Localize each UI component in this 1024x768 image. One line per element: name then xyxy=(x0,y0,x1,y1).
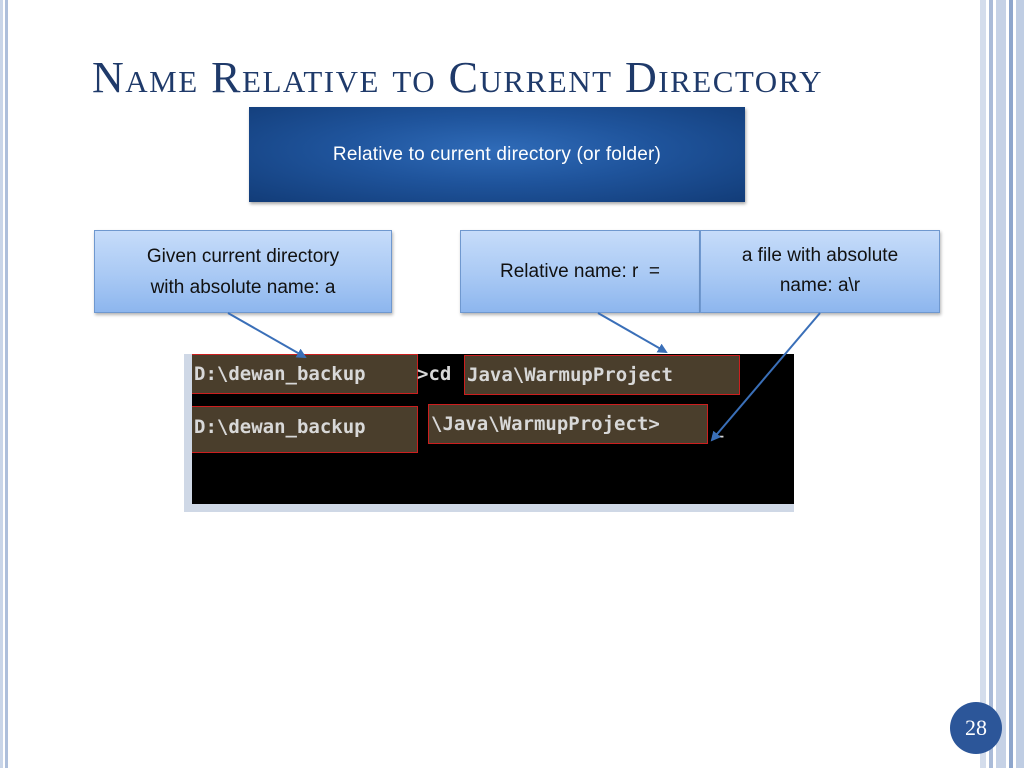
slide-left-border xyxy=(0,0,8,768)
terminal-line2-prompt: D:\dewan_backup xyxy=(192,406,418,453)
file-callout-line1: a file with absolute xyxy=(741,245,899,266)
given-directory-callout: Given current directory with absolute na… xyxy=(94,230,392,313)
page-number-badge: 28 xyxy=(950,702,1002,754)
terminal-line1-cmd: >cd xyxy=(417,363,463,385)
terminal-screenshot: D:\dewan_backup >cd Java\WarmupProject D… xyxy=(184,354,794,512)
slide-right-stripes xyxy=(976,0,1024,768)
absolute-file-callout: a file with absolute name: a\r xyxy=(700,230,940,313)
arrow-given-to-prompt xyxy=(227,312,307,358)
relative-name-callout: Relative name: r = xyxy=(460,230,700,313)
terminal-line1-prompt: D:\dewan_backup xyxy=(192,354,418,394)
given-callout-line1: Given current directory xyxy=(146,245,340,267)
header-box: Relative to current directory (or folder… xyxy=(249,107,745,202)
slide-title: Name Relative to Current Directory xyxy=(92,53,824,102)
terminal-line2-path: \Java\WarmupProject> xyxy=(428,404,708,444)
file-callout-line2: name: a\r xyxy=(779,275,861,296)
given-callout-line2: with absolute name: a xyxy=(150,276,336,298)
terminal-line1-arg: Java\WarmupProject xyxy=(464,355,740,395)
arrow-relative-to-arg xyxy=(597,312,668,353)
relative-name-label: Relative name: r = xyxy=(500,261,660,282)
terminal-cursor: _ xyxy=(712,416,724,438)
